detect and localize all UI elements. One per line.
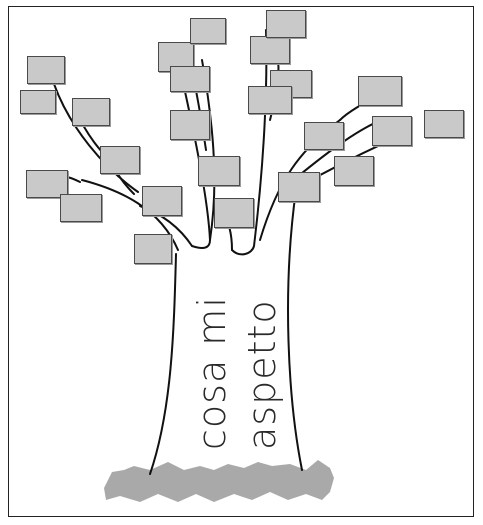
note (372, 116, 412, 146)
note (142, 186, 182, 216)
note (170, 66, 210, 92)
note (100, 146, 140, 174)
note (278, 172, 320, 202)
note (72, 98, 110, 126)
note (20, 90, 56, 114)
note (27, 56, 65, 84)
note (198, 156, 240, 186)
trunk-right-line (288, 190, 302, 470)
trunk-label-line1: cosa mi (190, 296, 234, 450)
note (190, 18, 226, 44)
note (170, 110, 210, 140)
note (358, 76, 402, 106)
trunk-label-line2: aspetto (240, 299, 284, 450)
note (134, 234, 172, 264)
ground-patch (104, 460, 334, 502)
note (424, 110, 464, 138)
trunk-left-line (150, 254, 176, 474)
note (334, 156, 374, 186)
note (214, 198, 254, 228)
note (266, 10, 306, 38)
note (248, 86, 292, 114)
note (60, 194, 102, 222)
note (304, 122, 344, 150)
note (250, 36, 290, 64)
